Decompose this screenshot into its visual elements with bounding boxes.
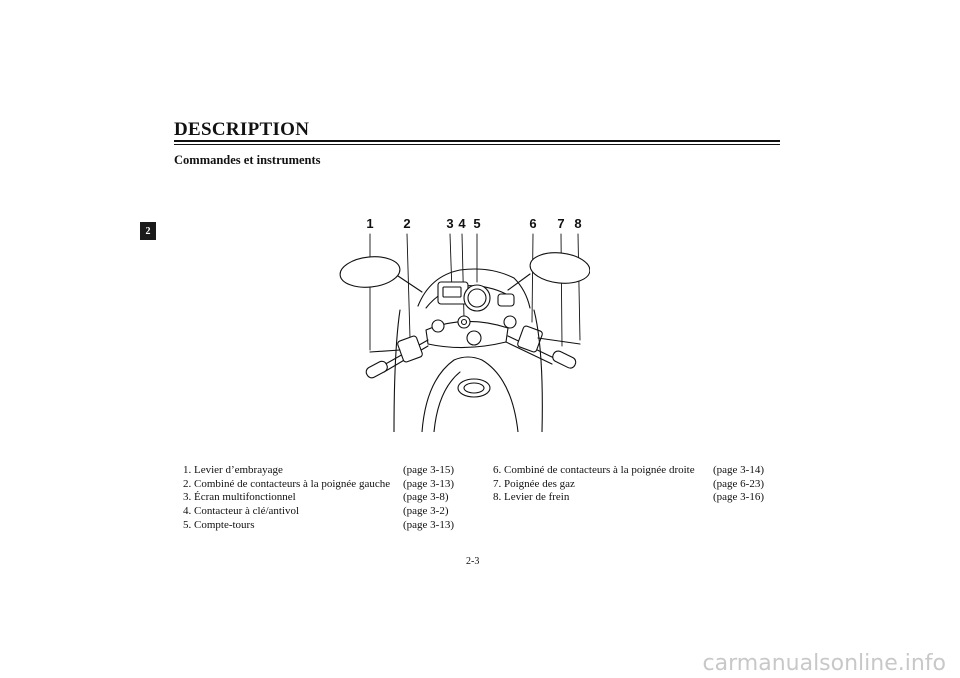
legend-page-ref: (page 3-13) (403, 477, 455, 490)
legend-item: 3. Écran multifonctionnel (page 3-8) (183, 491, 454, 505)
legend-item: 5. Compte-tours (page 3-13) (183, 519, 454, 533)
legend-item: 1. Levier d’embrayage (page 3-15) (183, 464, 454, 478)
legend-right-column: 6. Combiné de contacteurs à la poignée d… (493, 464, 764, 505)
legend-label: 4. Contacteur à clé/antivol (183, 505, 300, 518)
section-title: Commandes et instruments (174, 153, 321, 167)
chapter-tab: 2 (140, 222, 156, 240)
legend-page-ref: (page 3-15) (403, 464, 455, 476)
watermark: carmanualsonline.info (702, 651, 946, 676)
legend-item: 7. Poignée des gaz (page 6-23) (493, 478, 764, 492)
callout-5: 5 (473, 216, 480, 231)
legend-item: 6. Combiné de contacteurs à la poignée d… (493, 464, 764, 478)
page-title: DESCRIPTION (174, 119, 310, 140)
legend-page-ref: (page 3-13) (403, 518, 455, 531)
legend-label: 8. Levier de frein (493, 491, 570, 504)
legend-page-ref: (page 6-23) (713, 477, 765, 490)
callout-6: 6 (529, 216, 536, 231)
legend-page-ref: (page 3-14) (713, 464, 765, 476)
callout-1: 1 (366, 216, 373, 231)
legend-left-column: 1. Levier d’embrayage (page 3-15) 2. Com… (183, 464, 454, 533)
page-number: 2-3 (466, 556, 480, 567)
controls-illustration: 1 2 3 4 5 6 7 8 (330, 210, 590, 432)
callout-3: 3 (446, 216, 453, 231)
callout-7: 7 (557, 216, 564, 231)
legend-label: 2. Combiné de contacteurs à la poignée g… (183, 477, 391, 490)
header-rule-thick (174, 140, 780, 142)
callout-4: 4 (458, 216, 466, 231)
legend-page-ref: (page 3-2) (403, 505, 449, 518)
legend-label: 7. Poignée des gaz (493, 477, 575, 490)
legend-page-ref: (page 3-8) (403, 491, 449, 504)
legend-label: 1. Levier d’embrayage (183, 464, 283, 476)
callout-8: 8 (574, 216, 581, 231)
header-rule-thin (174, 144, 780, 145)
motorcycle-cockpit-drawing: 1 2 3 4 5 6 7 8 (339, 216, 590, 432)
legend-label: 3. Écran multifonctionnel (183, 491, 296, 504)
legend-item: 2. Combiné de contacteurs à la poignée g… (183, 478, 454, 492)
callout-2: 2 (403, 216, 410, 231)
legend-label: 6. Combiné de contacteurs à la poignée d… (493, 464, 695, 476)
legend-item: 8. Levier de frein (page 3-16) (493, 491, 764, 505)
legend-page-ref: (page 3-16) (713, 491, 765, 504)
legend-label: 5. Compte-tours (183, 518, 255, 531)
legend-item: 4. Contacteur à clé/antivol (page 3-2) (183, 505, 454, 519)
